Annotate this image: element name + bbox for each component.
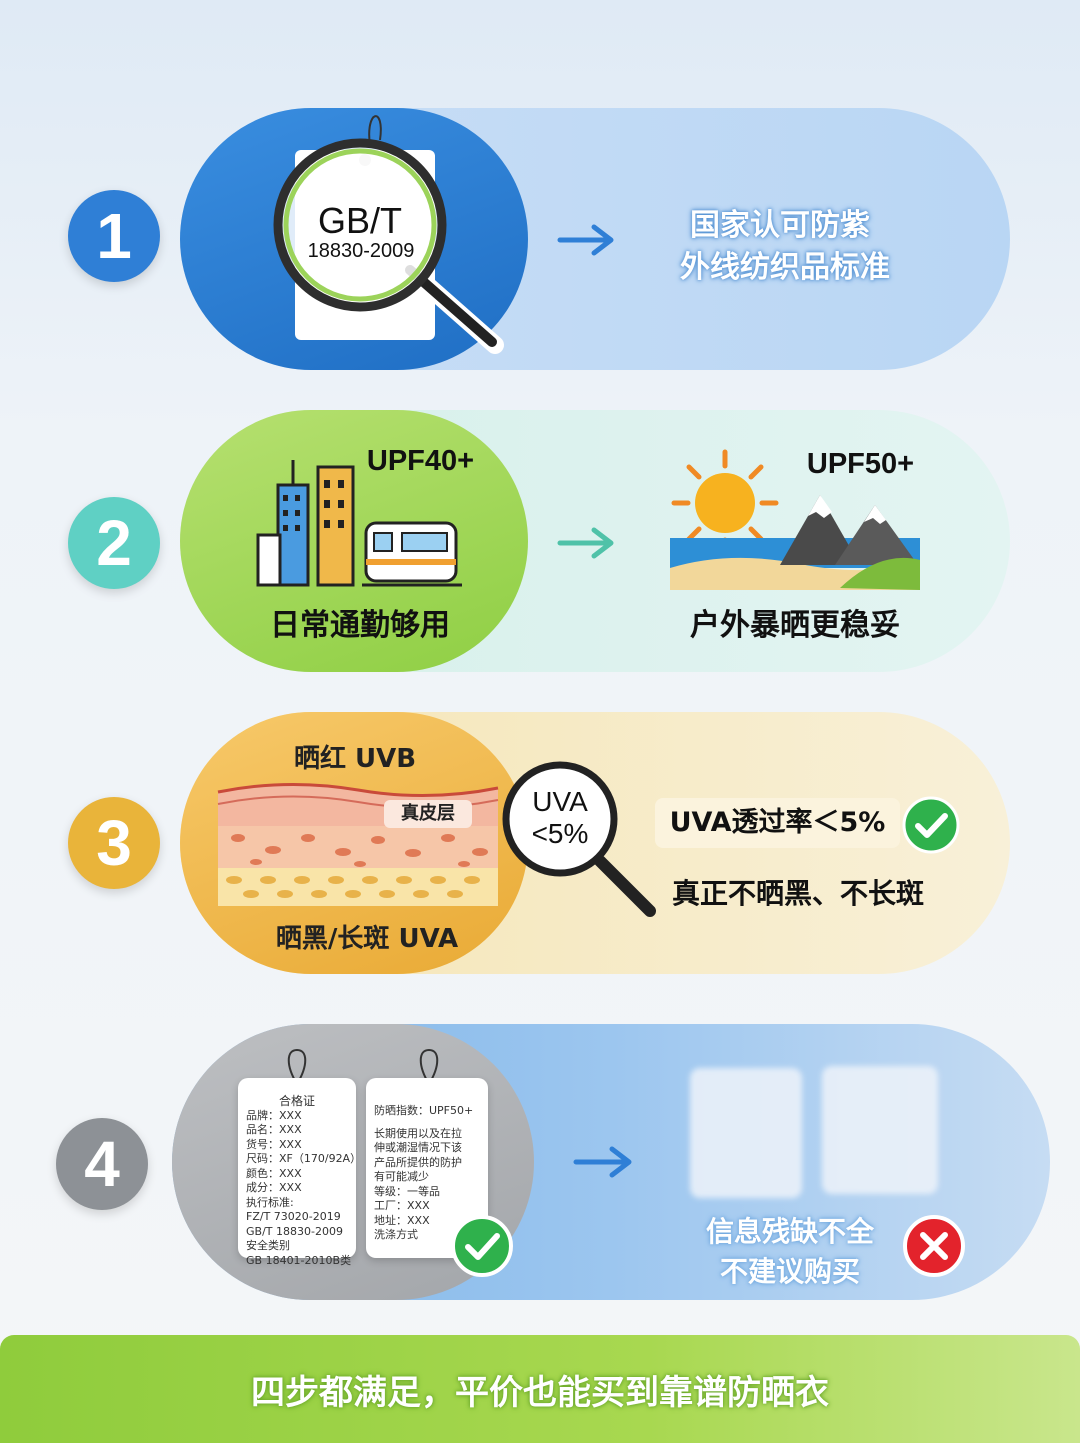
magnifier-icon <box>273 138 504 354</box>
arrow-right-icon <box>557 527 614 559</box>
step-number-2: 2 <box>68 497 160 589</box>
step-number-3: 3 <box>68 797 160 889</box>
tag-row: 品名：XXX <box>246 1123 302 1136</box>
tag-row: 成分：XXX <box>246 1181 302 1194</box>
tag-row: GB/T 18830-2009 <box>246 1224 343 1238</box>
incomplete-info-text: 信息残缺不全 <box>705 1215 874 1248</box>
upf50-badge: UPF50+ <box>806 448 915 480</box>
footer-text: 四步都满足，平价也能买到靠谱防晒衣 <box>251 1373 829 1413</box>
dermis-label: 真皮层 <box>384 800 472 828</box>
gbt-number: 18830-2009 <box>307 240 415 262</box>
tag-string-icon <box>287 1048 307 1085</box>
lens-uva: UVA <box>532 786 588 817</box>
footer-banner <box>0 1335 1080 1443</box>
tag-row: 工厂：XXX <box>374 1199 430 1212</box>
tag-row: GB 18401-2010B类 <box>246 1253 352 1267</box>
tag-row: 品牌：XXX <box>246 1108 302 1122</box>
city-buildings-icon <box>256 460 355 587</box>
tag-row: 长期使用以及在拉 <box>374 1126 462 1140</box>
uva-transmission-badge: UVA透过率＜5% <box>655 798 900 848</box>
tag-row: 伸或潮湿情况下该 <box>374 1141 462 1154</box>
tag-row: 货号：XXX <box>246 1137 302 1151</box>
uva-label: 晒黑/长斑 UVA <box>275 924 459 954</box>
gbt-label: GB/T <box>317 200 402 241</box>
magnifier-icon <box>502 761 656 917</box>
tag-row: 有可能减少 <box>374 1170 429 1183</box>
tag-title: 合格证 <box>278 1094 315 1108</box>
upf40-badge: UPF40+ <box>366 445 475 477</box>
check-icon <box>451 1215 513 1277</box>
not-recommended-text: 不建议购买 <box>719 1255 860 1288</box>
train-icon <box>362 521 462 587</box>
tag-title: 防晒指数：UPF50+ <box>374 1104 474 1117</box>
arrow-right-icon <box>557 224 614 256</box>
check-icon <box>902 796 960 854</box>
blurred-tag <box>822 1066 938 1194</box>
blurred-tag <box>690 1068 802 1198</box>
tag-row: 地址：XXX <box>374 1213 430 1227</box>
step1-result-line2: 外线纺织品标准 <box>680 250 890 285</box>
tag-row: 执行标准: <box>246 1195 294 1209</box>
mountain-icon <box>780 495 920 590</box>
step2-left-caption: 日常通勤够用 <box>270 608 450 643</box>
arrow-right-icon <box>573 1146 632 1178</box>
lens-percent: <5% <box>531 818 589 849</box>
tag-string-icon <box>419 1048 439 1085</box>
tag-row: 等级：一等品 <box>374 1184 440 1198</box>
step-number-4: 4 <box>56 1118 148 1210</box>
cross-icon <box>903 1215 965 1277</box>
step-number-1: 1 <box>68 190 160 282</box>
tag-row: 产品所提供的防护 <box>374 1155 462 1169</box>
step2-right-caption: 户外暴晒更稳妥 <box>690 608 900 643</box>
tag-row: FZ/T 73020-2019 <box>246 1210 341 1223</box>
tag-row: 颜色：XXX <box>246 1166 302 1180</box>
skin-layers-icon <box>217 783 499 906</box>
certificate-tag: 合格证 品牌：XXX 品名：XXX 货号：XXX 尺码：XF（170/92A） … <box>238 1078 362 1267</box>
uvb-label: 晒红 UVB <box>293 744 417 774</box>
tag-row: 安全类别 <box>246 1239 290 1252</box>
tag-row: 洗涤方式 <box>374 1228 418 1241</box>
tag-row: 尺码：XF（170/92A） <box>246 1152 362 1165</box>
step3-caption: 真正不晒黑、不长斑 <box>671 877 924 910</box>
step1-result-line1: 国家认可防紫 <box>690 208 870 243</box>
